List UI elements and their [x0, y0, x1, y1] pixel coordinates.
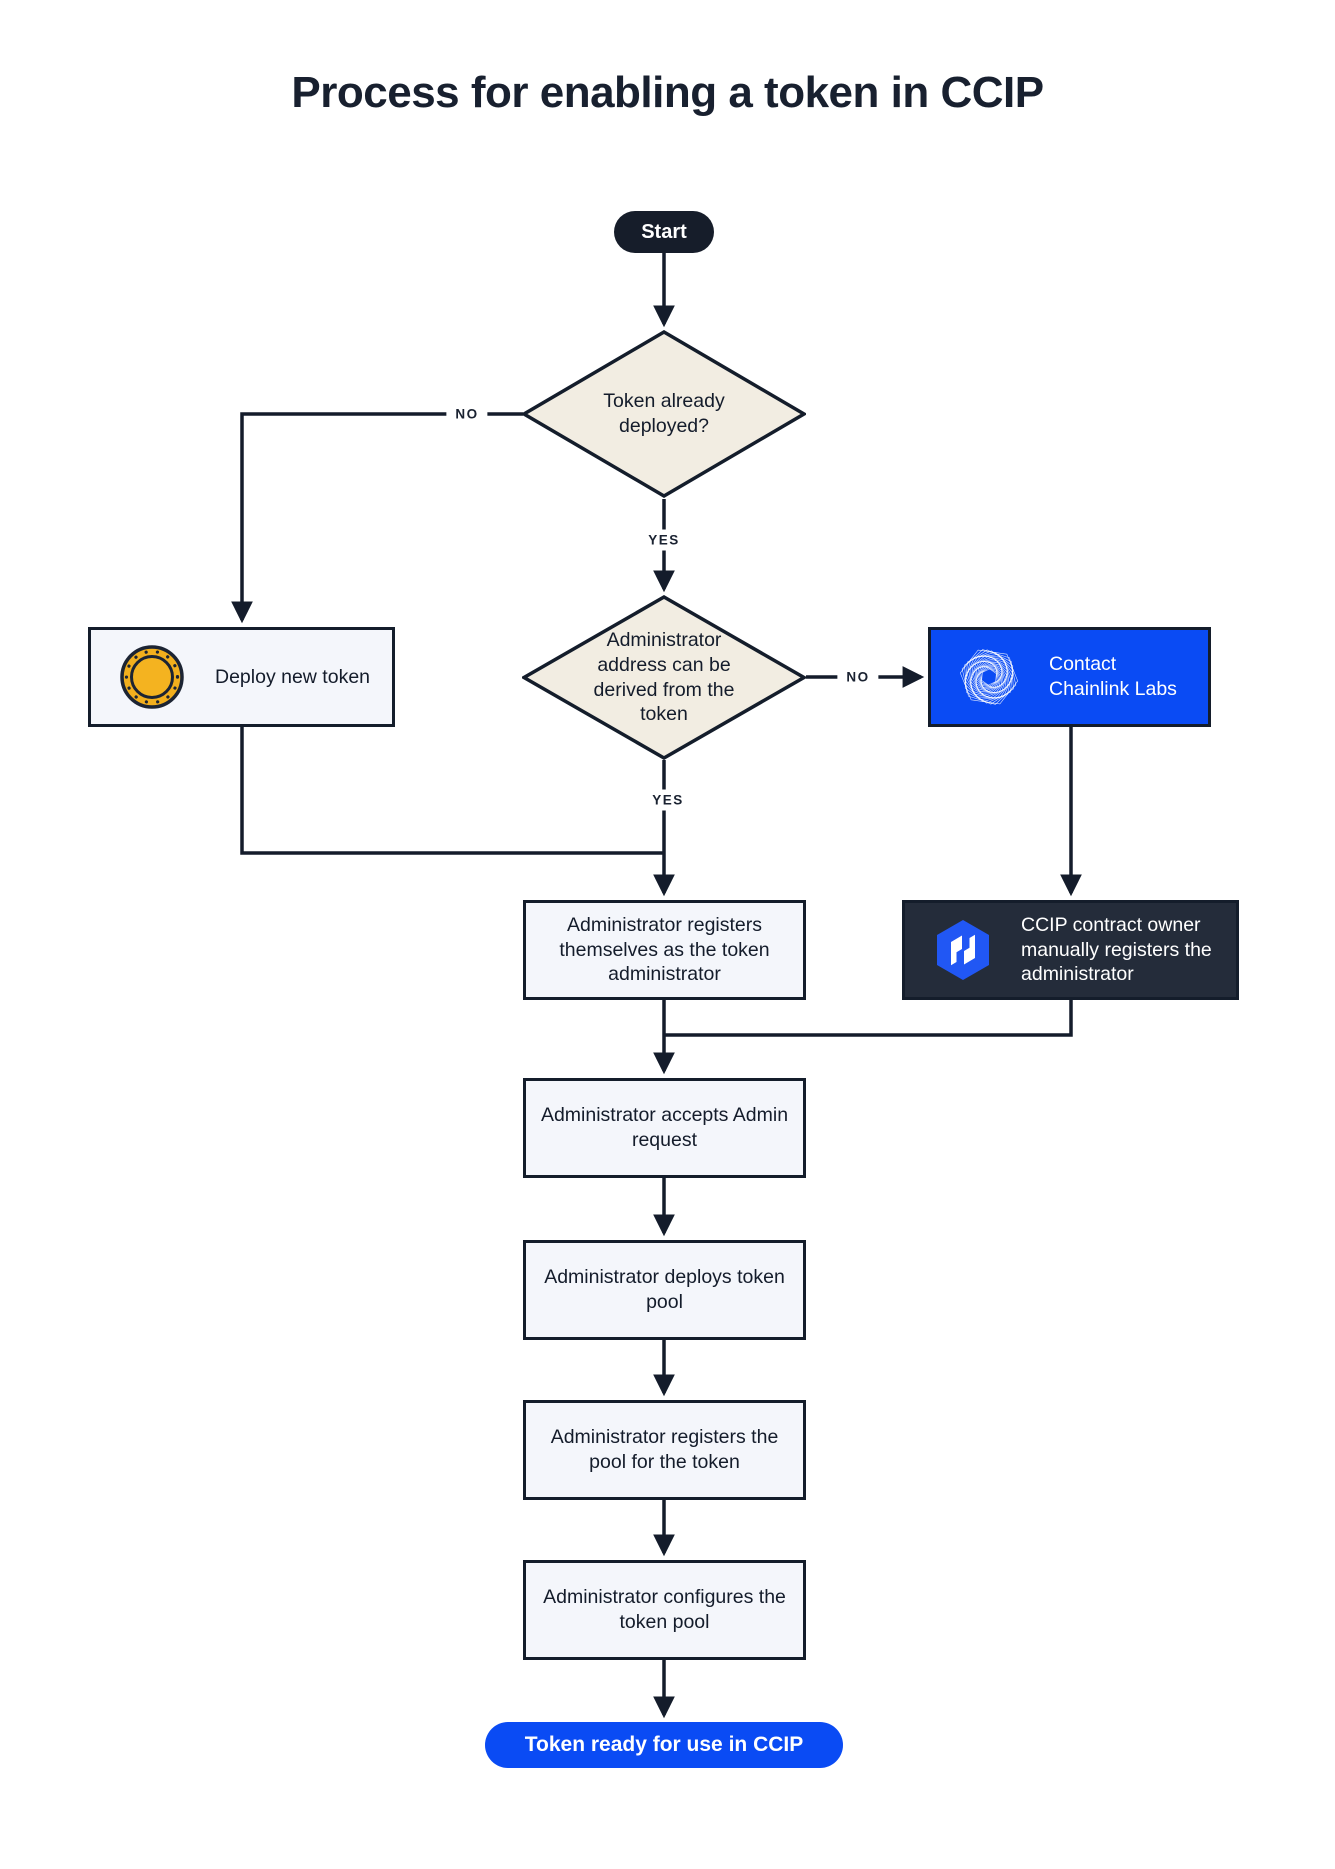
token-coin-icon — [120, 645, 184, 709]
edge-deploy-merge — [240, 727, 664, 855]
decision-token-already-deployed: Token already deployed? — [522, 330, 806, 498]
start-node: Start — [614, 211, 714, 253]
admin-registers-pool-label: Administrator registers the pool for the… — [550, 1426, 779, 1473]
diamond-shape — [522, 330, 806, 498]
edge-label-yes: YES — [643, 789, 693, 811]
chainlink-spiral-icon — [959, 649, 1019, 705]
edge-label-no: NO — [446, 403, 488, 425]
ccip-hexagon-icon — [937, 920, 989, 980]
decision-admin-address-derivable: Administrator address can be derived fro… — [522, 595, 806, 760]
token-ready-label: Token ready for use in CCIP — [524, 1733, 804, 1756]
deploy-new-token-label: Deploy new token — [215, 665, 371, 688]
contact-chainlink-labs-label: Contact Chainlink Labs — [1049, 652, 1177, 700]
contact-chainlink-labs-node: Contact Chainlink Labs — [928, 627, 1211, 727]
admin-registers-pool-node: Administrator registers the pool for the… — [523, 1400, 806, 1500]
diamond-shape — [522, 595, 806, 760]
ccip-owner-registers-label: CCIP contract owner manually registers t… — [1021, 913, 1212, 986]
token-ready-node: Token ready for use in CCIP — [485, 1722, 843, 1768]
admin-configures-pool-node: Administrator configures the token pool — [523, 1560, 806, 1660]
decision-label: Administrator address can be derived fro… — [593, 628, 735, 726]
admin-accepts-node: Administrator accepts Admin request — [523, 1078, 806, 1178]
admin-deploys-pool-node: Administrator deploys token pool — [523, 1240, 806, 1340]
edge-ccip-owner-merge — [664, 1000, 1073, 1037]
edge-label-no: NO — [837, 666, 879, 688]
decision-label: Token already deployed? — [603, 390, 725, 437]
admin-configures-pool-label: Administrator configures the token pool — [543, 1586, 786, 1633]
deploy-new-token-node: Deploy new token — [88, 627, 395, 727]
start-label: Start — [641, 220, 687, 243]
admin-deploys-pool-label: Administrator deploys token pool — [544, 1266, 785, 1313]
edge-label-yes: YES — [639, 529, 689, 551]
admin-registers-self-label: Administrator registers themselves as th… — [559, 913, 770, 986]
page-title: Process for enabling a token in CCIP — [291, 68, 1044, 117]
admin-accepts-label: Administrator accepts Admin request — [540, 1104, 789, 1151]
admin-registers-self-node: Administrator registers themselves as th… — [523, 900, 806, 1000]
ccip-owner-registers-node: CCIP contract owner manually registers t… — [902, 900, 1239, 1000]
edge-decision1-no-to-deploy — [231, 412, 523, 624]
